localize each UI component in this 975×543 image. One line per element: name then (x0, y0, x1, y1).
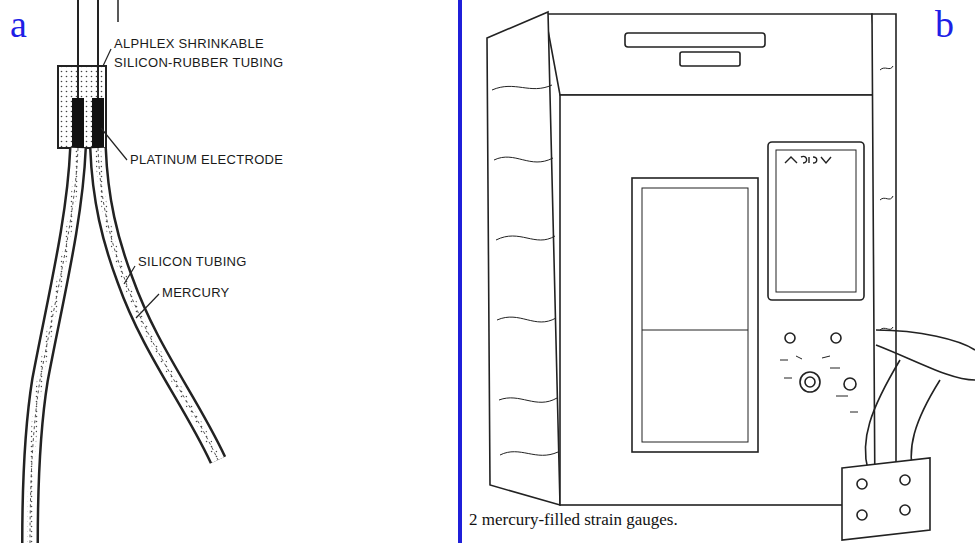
panel-letter: b (935, 4, 954, 44)
recorder-drawing (900, 475, 910, 485)
part-label: PLATINUM ELECTRODE (130, 150, 283, 169)
recorder-drawing (545, 14, 878, 95)
recorder-drawing (492, 85, 558, 455)
recorder-drawing (680, 52, 740, 66)
recorder-drawing (876, 330, 975, 350)
strain-gauge-drawing (98, 148, 218, 460)
strain-gauge-drawing (117, 0, 119, 22)
recorder-drawing (768, 142, 864, 300)
recorder-drawing (872, 14, 896, 505)
recorder-drawing (642, 188, 748, 442)
recorder-drawing (785, 333, 795, 343)
recorder-drawing (785, 156, 831, 163)
strain-gauge-drawing (30, 148, 78, 543)
strain-gauge-drawing (30, 148, 78, 543)
recorder-drawing (865, 360, 900, 470)
part-label: MERCURY (162, 283, 230, 302)
recorder-drawing (560, 95, 875, 505)
strain-gauge-drawing (98, 148, 218, 460)
recorder-drawing (880, 66, 893, 330)
leader-line (101, 128, 127, 160)
recorder-drawing (487, 12, 975, 540)
recorder-drawing (625, 33, 765, 47)
part-label: SILICON TUBING (138, 252, 247, 271)
recorder-drawing (800, 372, 820, 392)
strain-gauge-drawing (30, 0, 218, 543)
panel-divider (458, 0, 462, 543)
recorder-drawing (805, 377, 815, 387)
strain-gauge-drawing (72, 98, 84, 150)
recorder-drawing (857, 479, 867, 489)
leader-line (101, 49, 159, 318)
recorder-drawing (844, 378, 856, 390)
leader-line (136, 294, 159, 318)
recorder-drawing (632, 178, 758, 452)
leader-line (103, 49, 111, 66)
strain-gauge-drawing (98, 148, 218, 460)
recorder-drawing (842, 458, 930, 540)
figure-caption: 2 mercury-filled strain gauges. (466, 508, 681, 531)
panel-letter: a (10, 4, 27, 44)
strain-gauge-drawing (30, 148, 78, 543)
recorder-drawing (831, 333, 841, 343)
part-label: ALPHLEX SHRINKABLE SILICON-RUBBER TUBING (114, 34, 319, 72)
recorder-drawing (776, 150, 856, 292)
strain-gauge-drawing (92, 98, 104, 150)
strain-gauge-drawing (98, 148, 218, 460)
strain-gauge-drawing (30, 148, 78, 543)
recorder-drawing (780, 356, 858, 412)
leader-line (124, 266, 135, 284)
recorder-drawing (857, 510, 867, 520)
recorder-drawing (642, 330, 748, 331)
recorder-drawing (900, 505, 910, 515)
recorder-drawing (487, 12, 560, 505)
